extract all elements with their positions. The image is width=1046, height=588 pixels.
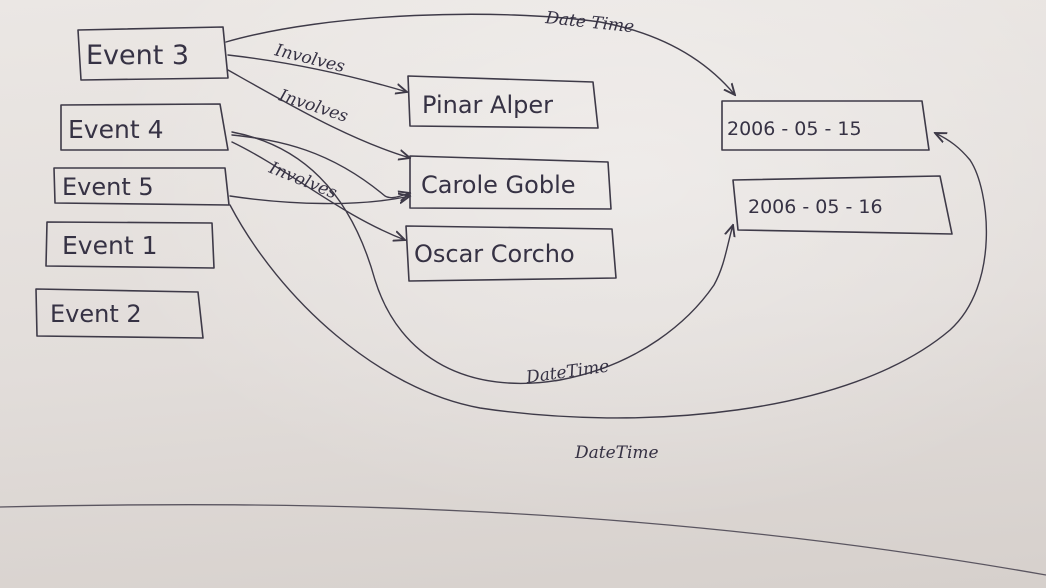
edge-label: Involves (276, 85, 351, 126)
edge-event3-pinar: Involves (227, 40, 407, 92)
edge-event5-date1: DateTime (229, 133, 988, 463)
node-label: Oscar Corcho (414, 240, 575, 268)
node-label: 2006 - 05 - 15 (727, 118, 862, 140)
node-event-3: Event 3 (77, 26, 229, 81)
node-box (60, 103, 229, 151)
node-label: Pinar Alper (422, 91, 553, 119)
edge-label: DateTime (524, 357, 611, 389)
edge-event5-carole (229, 196, 410, 205)
node-label: Carole Goble (421, 171, 576, 199)
edge-label: Date Time (543, 8, 635, 37)
edge-line (225, 13, 735, 95)
edge-line (229, 133, 988, 419)
edge-line (227, 54, 407, 92)
node-label: Event 2 (50, 300, 142, 328)
node-event-4: Event 4 (60, 103, 229, 151)
edge-line (231, 141, 405, 240)
node-box (405, 225, 617, 282)
node-label: 2006 - 05 - 16 (748, 196, 883, 218)
edge-line (229, 196, 410, 205)
node-label: Event 4 (68, 115, 163, 144)
node-box (409, 155, 612, 210)
node-date-2006-05-16: 2006 - 05 - 16 (732, 175, 953, 235)
edge-line (227, 69, 410, 158)
node-date-2006-05-15: 2006 - 05 - 15 (721, 100, 930, 151)
node-box (77, 26, 229, 81)
node-carole-goble: Carole Goble (409, 155, 612, 210)
node-label: Event 1 (62, 231, 157, 260)
node-box (721, 100, 930, 151)
edge-label: Involves (272, 40, 347, 77)
paper-fold-line (0, 504, 1046, 576)
node-box (45, 221, 215, 269)
node-label: Event 3 (86, 40, 189, 71)
node-oscar-corcho: Oscar Corcho (405, 225, 617, 282)
node-box (732, 175, 953, 235)
node-box (53, 167, 230, 206)
edge-event3-carole: Involves (227, 69, 410, 158)
node-pinar-alper: Pinar Alper (407, 75, 599, 129)
edge-label: Involves (265, 158, 340, 204)
edge-line (231, 131, 733, 384)
node-label: Event 5 (62, 173, 154, 201)
node-event-1: Event 1 (45, 221, 215, 269)
node-box (407, 75, 599, 129)
edge-label: DateTime (574, 443, 659, 463)
node-box (35, 288, 204, 339)
node-event-2: Event 2 (35, 288, 204, 339)
node-event-5: Event 5 (53, 167, 230, 206)
